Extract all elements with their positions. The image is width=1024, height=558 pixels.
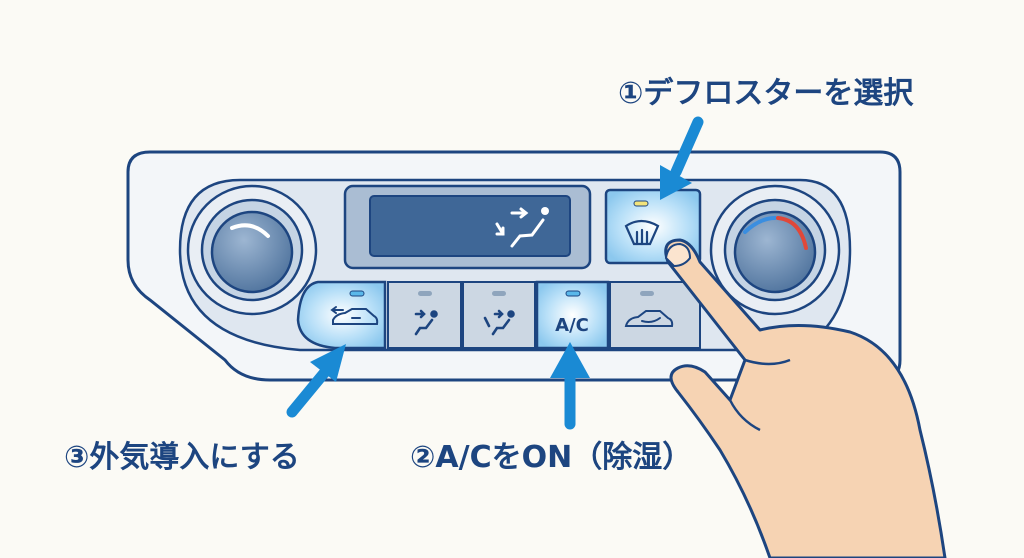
ac-button[interactable]: A/C [535,280,610,350]
ac-button-label: A/C [555,315,589,336]
display [343,184,592,270]
step2-label: ②A/CをON（除湿） [410,440,693,475]
temperature-knob[interactable] [709,184,841,316]
face-vent-button[interactable] [387,281,462,349]
recirculation-icon [624,310,674,327]
face-foot-vent-button[interactable] [462,281,536,349]
windshield-defrost-icon [624,219,660,246]
fresh-air-intake-icon [330,306,379,325]
bottom-button-row: A/C [296,280,701,350]
fan-speed-knob[interactable] [186,184,318,316]
step1-label: ①デフロスターを選択 [618,76,914,111]
face-foot-vent-icon [483,309,515,336]
arrow-to-ac [550,342,590,430]
recirculation-button[interactable] [609,281,701,349]
face-foot-airflow-icon [495,207,549,248]
fresh-air-intake-button[interactable] [296,280,387,350]
pointing-hand [664,238,947,558]
step3-label: ③外気導入にする [64,440,300,475]
face-vent-icon [414,309,438,336]
arrow-to-fresh-air [286,344,346,418]
arrow-to-defroster [660,116,704,200]
